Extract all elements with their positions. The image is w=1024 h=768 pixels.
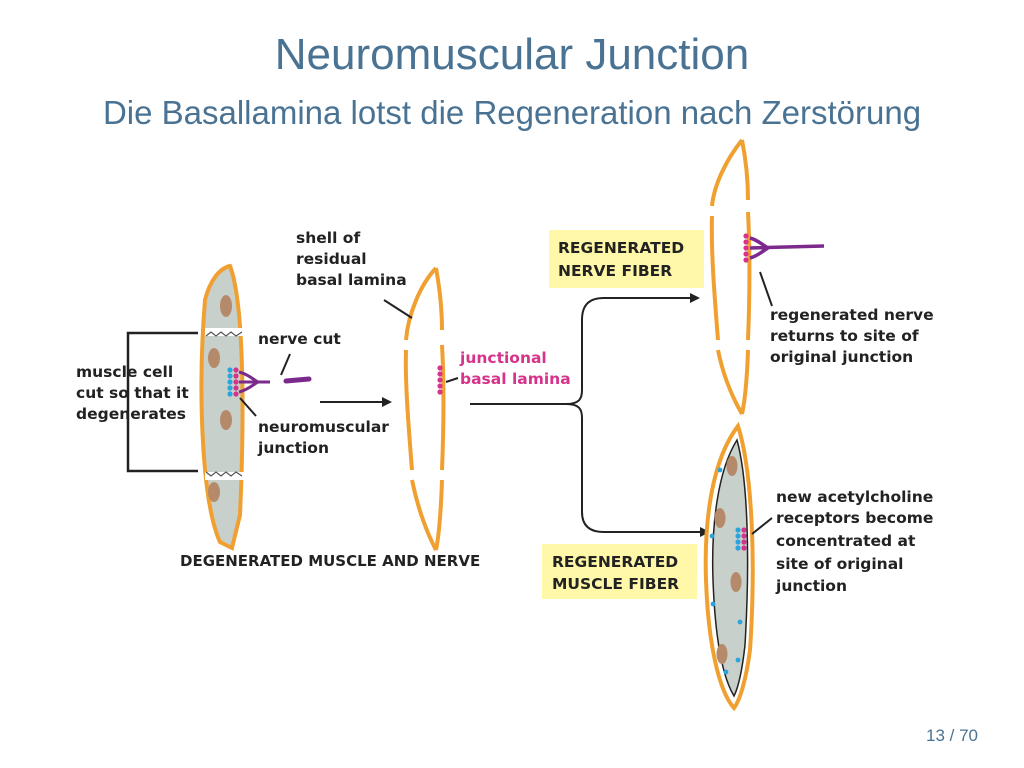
muscle-nucleus <box>726 456 738 476</box>
shell-pointer <box>383 299 413 319</box>
neuromuscular-junction-label: neuromuscular junction <box>257 418 394 457</box>
receptor-dot <box>227 391 233 397</box>
receptor-dot <box>227 373 233 379</box>
receptor-dot <box>735 533 741 539</box>
nerve-lamina-top-right <box>740 139 750 201</box>
degenerated-muscle-fiber <box>199 263 245 551</box>
muscle-nucleus <box>716 644 728 664</box>
receptor-dot <box>227 367 233 373</box>
shell-top-left <box>404 266 438 341</box>
slide-subtitle: Die Basallamina lotst die Regeneration n… <box>102 94 922 131</box>
nerve-lamina-bottom-right <box>740 349 750 415</box>
regenerated-nerve-box <box>549 230 704 288</box>
junction-dot <box>437 383 443 389</box>
muscle-nucleus <box>208 482 220 502</box>
junction-dot <box>233 379 239 385</box>
muscle-tear-bottom <box>205 471 243 477</box>
acetylcholine-pointer <box>751 517 773 535</box>
junction-dot <box>743 251 749 257</box>
receptor-dot <box>735 657 741 663</box>
nerve-cut-pointer <box>280 353 291 376</box>
receptor-dot <box>735 527 741 533</box>
cut-nerve-stub <box>283 376 312 384</box>
muscle-nucleus <box>220 295 232 317</box>
junctional-basal-lamina-label: junctional basal lamina <box>459 349 571 388</box>
receptor-dot <box>227 379 233 385</box>
receptor-dot <box>710 601 716 607</box>
nerve-lamina-top-left <box>710 138 744 207</box>
junction-dot <box>741 539 747 545</box>
receptor-dot <box>735 539 741 545</box>
junction-dot <box>233 385 239 391</box>
regenerated-nerve-label: REGENERATED NERVE FIBER <box>558 239 690 280</box>
shell-left-mid <box>403 349 414 471</box>
nerve-cut-label: nerve cut <box>258 330 341 348</box>
junctional-pointer <box>445 377 459 383</box>
receptor-dot <box>717 467 723 473</box>
receptor-dot <box>737 619 743 625</box>
junction-dot <box>437 377 443 383</box>
nerve-returns-label: regenerated nerve returns to site of ori… <box>770 306 939 366</box>
muscle-nucleus <box>714 508 726 528</box>
muscle-nucleus <box>220 410 232 430</box>
muscle-bracket <box>126 331 198 473</box>
junction-dot <box>743 239 749 245</box>
slide-title: Neuromuscular Junction <box>274 30 750 79</box>
regenerated-muscle-fiber <box>703 421 755 712</box>
shell-bottom-left <box>410 479 438 551</box>
junction-dot <box>437 371 443 377</box>
shell-bottom-right <box>434 479 444 551</box>
regenerated-nerve-fiber <box>709 138 825 415</box>
regenerated-muscle-box <box>542 544 697 599</box>
junction-dot <box>233 367 239 373</box>
junction-dot <box>437 365 443 371</box>
junction-dot <box>233 391 239 397</box>
junction-dot <box>741 527 747 533</box>
degenerated-caption: DEGENERATED MUSCLE AND NERVE <box>180 552 480 570</box>
junction-dot <box>741 545 747 551</box>
junction-dot <box>743 233 749 239</box>
shell-right-mid <box>440 344 446 471</box>
junction-dot <box>743 245 749 251</box>
nerve-terminal <box>238 370 270 394</box>
regenerated-nerve-terminal <box>749 236 825 260</box>
muscle-nucleus <box>208 348 220 368</box>
shell-top-right <box>434 267 444 331</box>
nerve-lamina-right-mid <box>746 211 752 341</box>
arrowhead <box>690 293 700 303</box>
page-number: 13 / 70 <box>926 726 978 745</box>
junction-dot <box>233 373 239 379</box>
nerve-lamina-left-mid <box>709 215 720 341</box>
muscle-tear-top <box>205 331 243 337</box>
receptor-dot <box>723 669 729 675</box>
nerve-lamina-bottom-left <box>716 349 744 415</box>
receptor-dot <box>709 533 715 539</box>
junction-dot <box>741 533 747 539</box>
receptor-dot <box>735 545 741 551</box>
muscle-nucleus <box>730 572 742 592</box>
acetylcholine-label: new acetylcholine receptors become conce… <box>775 488 939 595</box>
junction-dot <box>437 389 443 395</box>
regenerated-muscle-label: REGENERATED MUSCLE FIBER <box>552 553 684 593</box>
branch-arrows <box>470 297 700 533</box>
junction-pointer <box>239 397 257 417</box>
nerve-returns-pointer <box>759 271 773 307</box>
left-neuromuscular-junction <box>227 367 312 397</box>
muscle-cell-cut-label: muscle cell cut so that it degenerates <box>76 363 194 423</box>
arrowhead <box>382 397 392 407</box>
shell-label: shell of residual basal lamina <box>296 229 407 289</box>
junction-dot <box>743 257 749 263</box>
receptor-dot <box>227 385 233 391</box>
residual-lamina-shell <box>403 266 446 551</box>
